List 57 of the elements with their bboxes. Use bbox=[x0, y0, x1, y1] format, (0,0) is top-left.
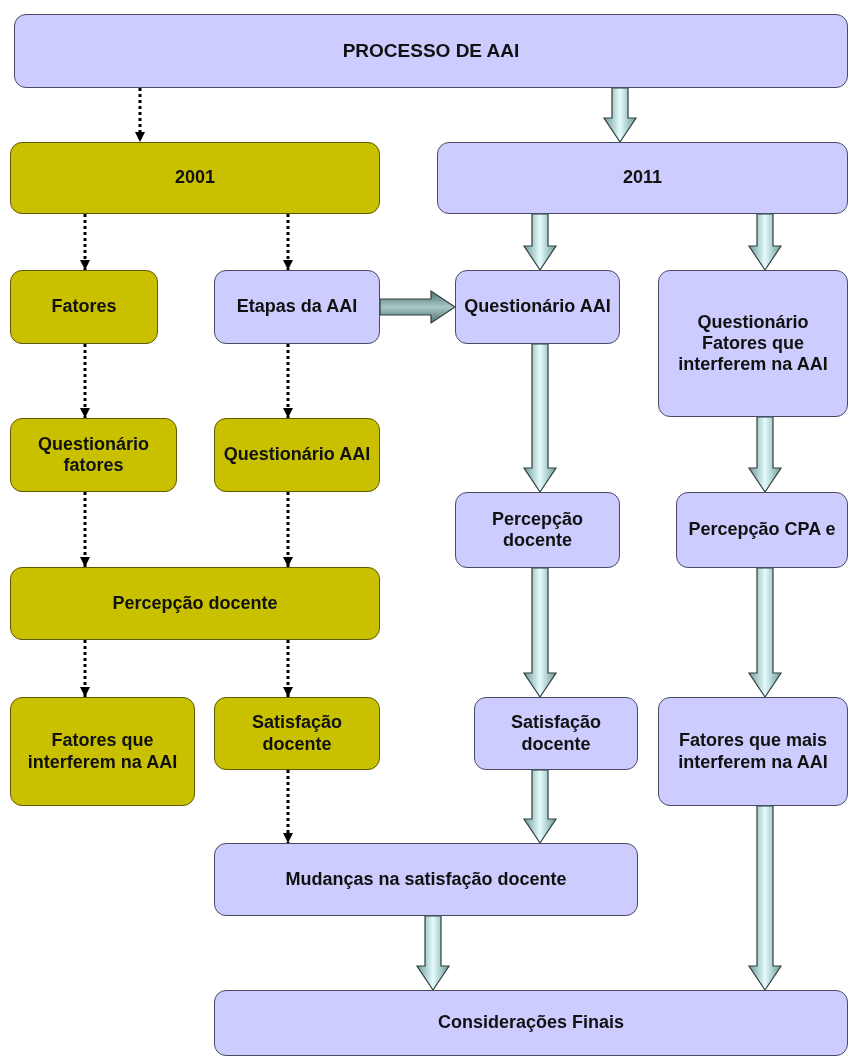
box-label: Fatores que mais interferem na AAI bbox=[677, 730, 829, 773]
dotted-arrow bbox=[79, 344, 91, 418]
process-box bbox=[14, 14, 848, 88]
block-arrow bbox=[379, 289, 457, 325]
block-arrow bbox=[747, 213, 783, 272]
process-box bbox=[10, 270, 158, 344]
dotted-arrow bbox=[79, 214, 91, 270]
process-box bbox=[658, 697, 848, 806]
dotted-arrow bbox=[282, 492, 294, 567]
box-label: 2011 bbox=[622, 167, 663, 189]
block-arrow bbox=[747, 416, 783, 494]
box-label: Satisfação docente bbox=[509, 712, 602, 755]
block-arrow bbox=[415, 915, 451, 992]
box-label: Percepção docente bbox=[112, 592, 278, 615]
block-arrow bbox=[522, 567, 558, 699]
process-box bbox=[10, 142, 380, 214]
box-label: Mudanças na satisfação docente bbox=[285, 868, 567, 891]
process-box bbox=[10, 418, 177, 492]
dotted-arrow bbox=[79, 492, 91, 567]
block-arrow bbox=[522, 769, 558, 845]
process-box bbox=[214, 418, 380, 492]
box-label: Fatores bbox=[51, 296, 117, 318]
process-box bbox=[214, 843, 638, 916]
dotted-arrow bbox=[134, 88, 146, 142]
box-label: Considerações Finais bbox=[437, 1012, 625, 1034]
box-label: Percepção docente bbox=[490, 508, 585, 552]
block-arrow bbox=[522, 343, 558, 494]
process-box bbox=[214, 270, 380, 344]
box-label: PROCESSO DE AAI bbox=[342, 39, 520, 63]
box-label: 2001 bbox=[174, 167, 215, 189]
box-label: Satisfação docente bbox=[250, 712, 343, 755]
process-box bbox=[214, 990, 848, 1056]
block-arrow bbox=[747, 805, 783, 992]
process-box bbox=[455, 270, 620, 344]
box-label: Fatores que interferem na AAI bbox=[26, 730, 179, 773]
dotted-arrow bbox=[282, 344, 294, 418]
dotted-arrow bbox=[79, 640, 91, 697]
box-label: Questionário AAI bbox=[464, 296, 611, 318]
process-box bbox=[676, 492, 848, 568]
process-box bbox=[437, 142, 848, 214]
dotted-arrow bbox=[282, 214, 294, 270]
process-box bbox=[10, 697, 195, 806]
process-box bbox=[10, 567, 380, 640]
box-label: Etapas da AAI bbox=[236, 296, 358, 318]
block-arrow bbox=[602, 87, 638, 144]
process-box bbox=[658, 270, 848, 417]
block-arrow bbox=[747, 567, 783, 699]
dotted-arrow bbox=[282, 640, 294, 697]
process-box bbox=[474, 697, 638, 770]
box-label: Questionário AAI bbox=[223, 444, 371, 466]
block-arrow bbox=[522, 213, 558, 272]
process-box bbox=[455, 492, 620, 568]
dotted-arrow bbox=[282, 770, 294, 843]
process-box bbox=[214, 697, 380, 770]
box-label: Questionário fatores bbox=[37, 433, 150, 477]
box-label: Questionário Fatores que interferem na AAI bbox=[677, 311, 829, 376]
box-label: Percepção CPA e bbox=[688, 519, 836, 541]
